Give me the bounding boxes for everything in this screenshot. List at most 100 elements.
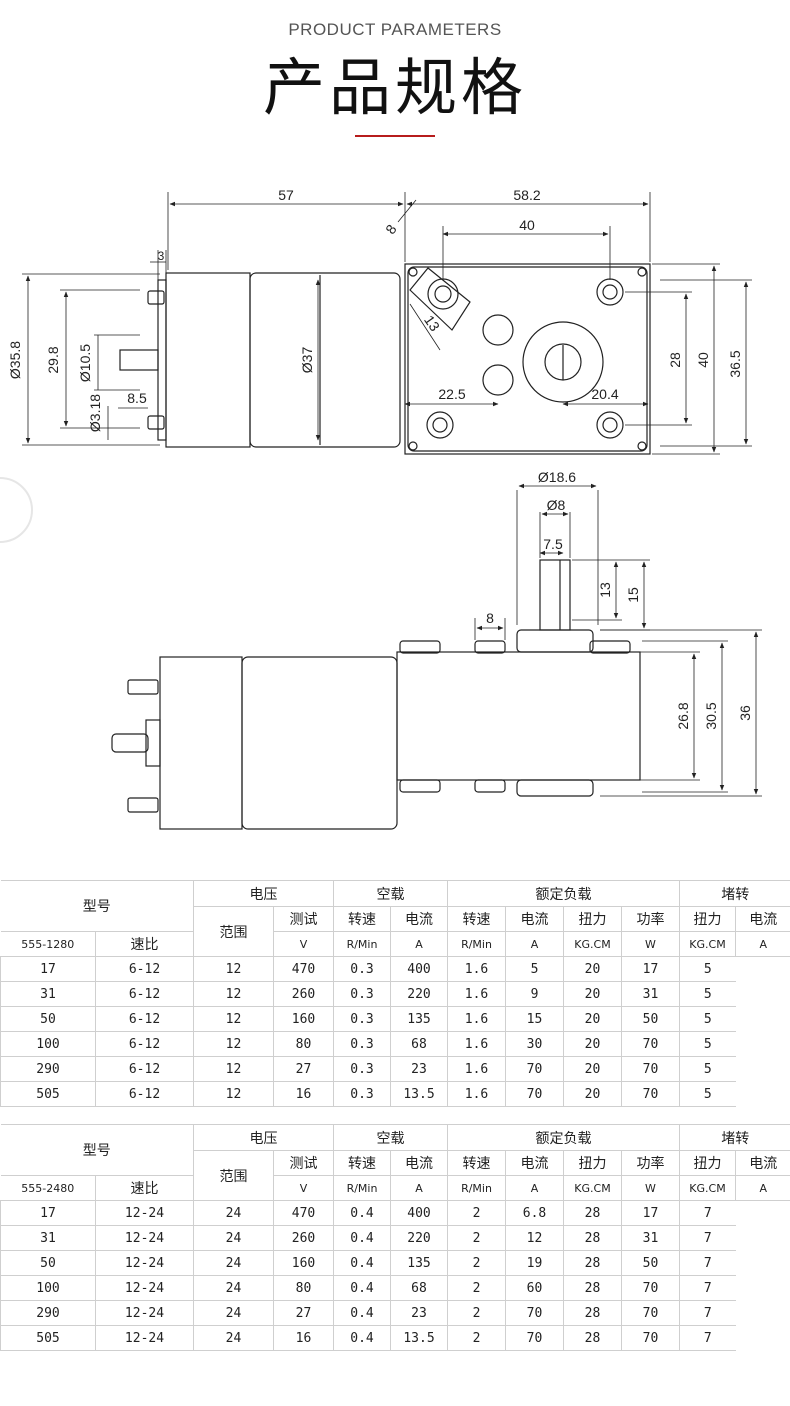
unit-kgcm: KG.CM xyxy=(679,931,736,957)
unit-v: V xyxy=(273,931,334,957)
unit-rmin: R/Min xyxy=(447,1175,506,1201)
header-speed: 转速 xyxy=(333,906,391,932)
header-voltage: 电压 xyxy=(193,880,334,907)
cell-rated-torque: 6.8 xyxy=(505,1200,564,1226)
dim-arm-length: 13 xyxy=(421,312,443,334)
cell-no-load-speed: 160 xyxy=(273,1250,334,1276)
cell-rated-torque: 19 xyxy=(505,1250,564,1276)
unit-rmin: R/Min xyxy=(447,931,506,957)
cell-no-load-speed: 470 xyxy=(273,956,334,982)
dim-length-gearbox: 58.2 xyxy=(513,187,540,203)
cell-stall-torque: 70 xyxy=(621,1275,680,1301)
cell-rated-torque: 30 xyxy=(505,1031,564,1057)
header-current: 电流 xyxy=(390,1150,448,1176)
dim-arm-width: 8 xyxy=(382,221,400,237)
cell-test: 12 xyxy=(193,956,274,982)
cell-ratio: 100 xyxy=(0,1031,96,1057)
unit-rmin: R/Min xyxy=(333,1175,391,1201)
cell-rated-power: 20 xyxy=(563,981,622,1007)
cell-rated-current: 2 xyxy=(447,1250,506,1276)
unit-a: A xyxy=(735,931,790,957)
header-test: 测试 xyxy=(273,1150,334,1176)
cell-rated-current: 1.6 xyxy=(447,981,506,1007)
dim-overall-height: 36 xyxy=(737,705,753,721)
cell-stall-current: 7 xyxy=(679,1300,736,1326)
cell-stall-torque: 70 xyxy=(621,1081,680,1107)
cell-rated-speed: 135 xyxy=(390,1250,448,1276)
dim-gearbox-height: 26.8 xyxy=(675,702,691,729)
header-no-load: 空载 xyxy=(333,1124,448,1151)
dim-length-motor: 57 xyxy=(278,187,294,203)
dim-plate-height: 40 xyxy=(695,352,711,368)
cell-rated-speed: 13.5 xyxy=(390,1081,448,1107)
cell-test: 24 xyxy=(193,1300,274,1326)
cell-stall-torque: 50 xyxy=(621,1006,680,1032)
cell-stall-current: 5 xyxy=(679,1006,736,1032)
cell-no-load-current: 0.3 xyxy=(333,1081,391,1107)
header-torque: 扭力 xyxy=(679,1150,736,1176)
cell-rated-torque: 60 xyxy=(505,1275,564,1301)
cell-stall-current: 7 xyxy=(679,1200,736,1226)
header-test: 测试 xyxy=(273,906,334,932)
dim-shaft-length: 8.5 xyxy=(127,390,147,406)
header-torque: 扭力 xyxy=(563,1150,622,1176)
cell-rated-current: 2 xyxy=(447,1275,506,1301)
cell-stall-current: 5 xyxy=(679,956,736,982)
top-view-dimension-labels: 57 58.2 3 8 40 13 Ø35.8 29.8 Ø10.5 Ø3.18… xyxy=(7,187,743,432)
cell-ratio: 100 xyxy=(0,1275,96,1301)
header-torque: 扭力 xyxy=(563,906,622,932)
spec-table-555-1280: 型号 电压 空载 额定负载 堵转 范围 测试 转速 电流 转速 电流 扭力 功率… xyxy=(0,880,790,1107)
unit-w: W xyxy=(621,931,680,957)
cell-rated-current: 2 xyxy=(447,1325,506,1351)
cell-rated-speed: 68 xyxy=(390,1031,448,1057)
cell-test: 24 xyxy=(193,1325,274,1351)
dimension-drawing: 57 58.2 3 8 40 13 Ø35.8 29.8 Ø10.5 Ø3.18… xyxy=(0,187,762,830)
dim-hole-vertical: 28 xyxy=(667,352,683,368)
header-current: 电流 xyxy=(390,906,448,932)
cell-no-load-speed: 470 xyxy=(273,1200,334,1226)
header-torque: 扭力 xyxy=(679,906,736,932)
cell-range: 12-24 xyxy=(95,1200,194,1226)
header-ratio: 速比 xyxy=(95,1175,194,1201)
header-power: 功率 xyxy=(621,906,680,932)
cell-no-load-current: 0.4 xyxy=(333,1325,391,1351)
cell-range: 6-12 xyxy=(95,1031,194,1057)
dim-hole-offset-right: 20.4 xyxy=(591,386,618,402)
unit-a: A xyxy=(390,931,448,957)
header-model: 型号 xyxy=(0,880,194,932)
cell-test: 24 xyxy=(193,1225,274,1251)
cell-rated-speed: 220 xyxy=(390,1225,448,1251)
cell-rated-power: 20 xyxy=(563,956,622,982)
dim-shaft-flat: 7.5 xyxy=(543,536,563,552)
cell-ratio: 31 xyxy=(0,981,96,1007)
cell-rated-power: 20 xyxy=(563,1056,622,1082)
cell-no-load-current: 0.3 xyxy=(333,981,391,1007)
cell-test: 12 xyxy=(193,981,274,1007)
cell-no-load-current: 0.3 xyxy=(333,1006,391,1032)
cell-no-load-speed: 27 xyxy=(273,1300,334,1326)
cell-rated-current: 1.6 xyxy=(447,1081,506,1107)
cell-test: 24 xyxy=(193,1200,274,1226)
cell-ratio: 505 xyxy=(0,1325,96,1351)
cell-rated-power: 28 xyxy=(563,1275,622,1301)
page-subtitle: PRODUCT PARAMETERS xyxy=(288,20,502,39)
dim-motor-diameter: Ø35.8 xyxy=(7,341,23,379)
header-current: 电流 xyxy=(735,906,790,932)
cell-no-load-speed: 16 xyxy=(273,1081,334,1107)
header-speed: 转速 xyxy=(333,1150,391,1176)
cell-stall-current: 5 xyxy=(679,1031,736,1057)
dim-output-shaft-diameter: Ø8 xyxy=(547,497,566,513)
cell-rated-speed: 23 xyxy=(390,1300,448,1326)
cell-stall-torque: 70 xyxy=(621,1031,680,1057)
cell-no-load-current: 0.4 xyxy=(333,1225,391,1251)
cell-ratio: 505 xyxy=(0,1081,96,1107)
header-power: 功率 xyxy=(621,1150,680,1176)
cell-stall-torque: 50 xyxy=(621,1250,680,1276)
header-rated-load: 额定负载 xyxy=(447,1124,680,1151)
header-range: 范围 xyxy=(193,1150,274,1201)
dim-flat-length: 13 xyxy=(597,582,613,598)
cell-stall-current: 5 xyxy=(679,1056,736,1082)
